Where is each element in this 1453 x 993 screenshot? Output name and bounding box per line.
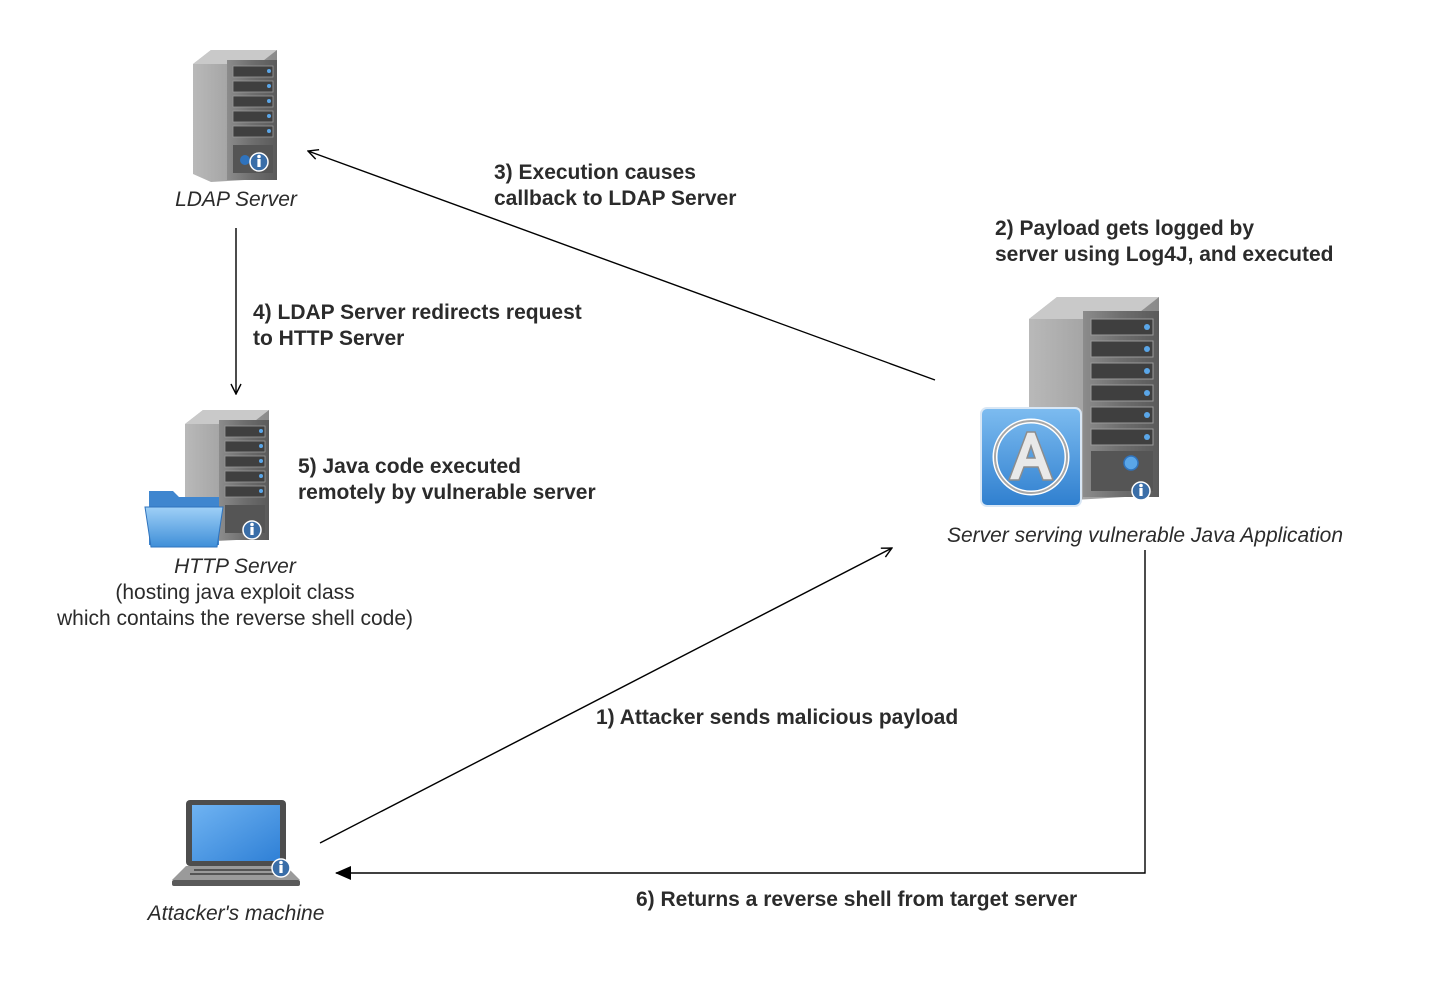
step-4-line1: 4) LDAP Server redirects request xyxy=(253,301,582,324)
target-server-label: Server serving vulnerable Java Applicati… xyxy=(946,524,1344,547)
info-icon xyxy=(271,858,291,878)
arrow-step3-callback xyxy=(308,151,936,381)
attacker-machine-label: Attacker's machine xyxy=(147,902,325,925)
step-6-line1: 6) Returns a reverse shell from target s… xyxy=(636,888,1078,911)
http-server-note-line1: (hosting java exploit class xyxy=(115,581,355,604)
http-server-icon xyxy=(185,410,269,542)
step-1-line1: 1) Attacker sends malicious payload xyxy=(596,706,959,729)
step-5-line2: remotely by vulnerable server xyxy=(298,481,596,504)
application-icon xyxy=(980,407,1082,507)
http-server-note-line2: which contains the reverse shell code) xyxy=(56,607,413,630)
step-3-line2: callback to LDAP Server xyxy=(494,187,737,210)
http-server-label: HTTP Server (hosting java exploit class … xyxy=(20,554,450,632)
info-icon xyxy=(249,152,269,172)
http-server-title: HTTP Server xyxy=(174,555,296,578)
step-2-line1: 2) Payload gets logged by xyxy=(995,217,1255,240)
step-5-label: 5) Java code executed remotely by vulner… xyxy=(298,454,596,506)
ldap-server-label: LDAP Server xyxy=(175,188,297,211)
info-icon xyxy=(242,520,262,540)
arrow-step6-reverse-shell xyxy=(335,550,1146,880)
step-2-label: 2) Payload gets logged by server using L… xyxy=(995,216,1333,268)
info-icon xyxy=(1131,481,1151,501)
step-4-label: 4) LDAP Server redirects request to HTTP… xyxy=(253,300,582,352)
step-3-line1: 3) Execution causes xyxy=(494,161,696,184)
laptop-icon xyxy=(172,800,300,886)
folder-icon xyxy=(144,491,224,548)
step-2-line2: server using Log4J, and executed xyxy=(995,243,1334,266)
step-5-line1: 5) Java code executed xyxy=(298,455,521,478)
step-6-label: 6) Returns a reverse shell from target s… xyxy=(636,887,1077,913)
arrow-step1-payload xyxy=(319,548,892,844)
step-3-label: 3) Execution causes callback to LDAP Ser… xyxy=(494,160,736,212)
step-1-label: 1) Attacker sends malicious payload xyxy=(596,705,958,731)
step-4-line2: to HTTP Server xyxy=(253,327,405,350)
